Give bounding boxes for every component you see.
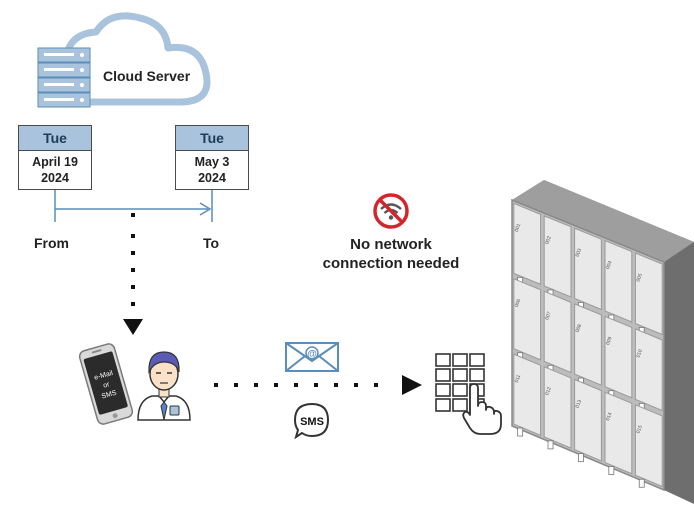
locker-door [574,227,602,311]
calendar-to-weekday: Tue [176,126,248,151]
smartphone-icon: e-Mail or SMS [78,343,134,425]
locker-door [574,378,602,462]
calendar-from-date: April 19 [32,155,78,169]
cloud-server: Cloud Server [30,4,230,119]
locker-number: 011 [514,374,522,384]
sms-label: SMS [300,416,324,428]
no-network-line2: connection needed [322,255,460,272]
calendar-to: Tue May 3 2024 [175,125,249,190]
locker-door [604,315,633,399]
locker-number: 002 [544,235,553,245]
sms-bubble-icon: SMS [293,402,330,440]
calendar-to-year: 2024 [198,171,226,185]
locker-number: 015 [635,424,644,434]
locker-number: 007 [544,311,553,321]
locker-door [574,303,602,386]
locker-number: 013 [575,399,584,409]
locker-number: 005 [635,273,644,283]
locker-doors: 001 002 003 004 005 006 007 008 009 010 011 012 013 0… [513,202,663,488]
locker-door [604,239,633,323]
locker-number: 003 [575,248,584,258]
calendar-from-year: 2024 [41,171,69,185]
locker-door [634,404,663,488]
no-network-note: No network connection needed [300,235,482,273]
locker-keyhole-icon [517,427,524,437]
keypad-touch-icon [435,353,502,435]
locker-number: 004 [605,260,614,270]
cloud-server-icon [37,12,211,108]
no-network-line1: No network [350,236,432,253]
locker-door [513,278,542,361]
locker-number: 010 [635,348,644,358]
locker-number: 012 [544,386,553,396]
timeline-to-label: To [203,235,220,251]
locker-keyhole-icon [547,440,554,450]
locker-door [604,391,633,475]
locker-door [634,252,663,336]
dotted-arrow-down [123,213,143,335]
locker-number: 009 [605,336,614,346]
user-person-icon [137,351,191,421]
locker-keyhole-icon [578,453,584,463]
no-wifi-icon [373,193,409,229]
dotted-arrow-right [214,375,422,395]
locker-number: 008 [575,323,584,333]
phone-screen-line3: SMS [101,390,118,401]
locker-door [513,353,542,437]
locker-number: 001 [514,223,523,233]
locker-keyhole-icon [638,478,645,488]
calendar-from-weekday: Tue [19,126,91,151]
locker-door [543,215,572,298]
email-envelope-icon: @ [285,342,339,372]
phone-screen-line2: or [102,381,111,390]
server-rack-icon [37,47,91,108]
locker-door [543,290,572,374]
locker-keyhole-icon [608,466,615,475]
svg-text:@: @ [307,349,317,360]
calendar-to-date: May 3 [194,155,230,169]
locker-door [634,328,663,412]
locker-number: 014 [605,412,614,422]
locker-door [543,366,572,449]
locker-number: 006 [514,298,523,308]
calendar-from: Tue April 19 2024 [18,125,92,190]
timeline-bracket [54,190,213,222]
locker-cabinet-icon: 001 002 003 004 005 006 007 008 009 010 011 012 013 0… [511,180,694,504]
cloud-server-label: Cloud Server [103,68,191,84]
locker-door [513,202,542,286]
timeline-from-label: From [34,235,69,251]
